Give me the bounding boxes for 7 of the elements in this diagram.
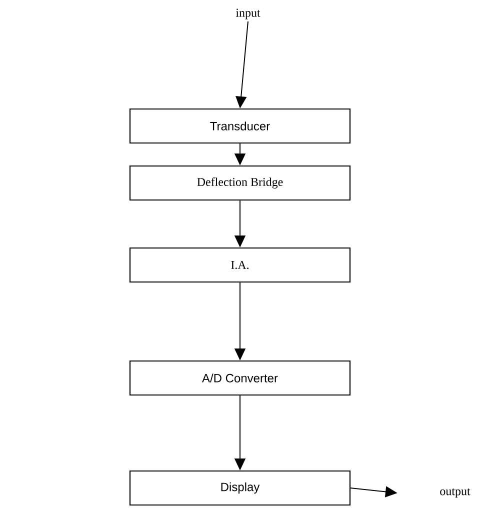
process-box: Display	[129, 470, 351, 506]
process-box: I.A.	[129, 247, 351, 283]
io-label: input	[236, 8, 260, 20]
process-box: A/D Converter	[129, 360, 351, 396]
io-label: output	[440, 488, 470, 498]
process-box: Transducer	[129, 108, 351, 144]
process-box: Deflection Bridge	[129, 165, 351, 201]
